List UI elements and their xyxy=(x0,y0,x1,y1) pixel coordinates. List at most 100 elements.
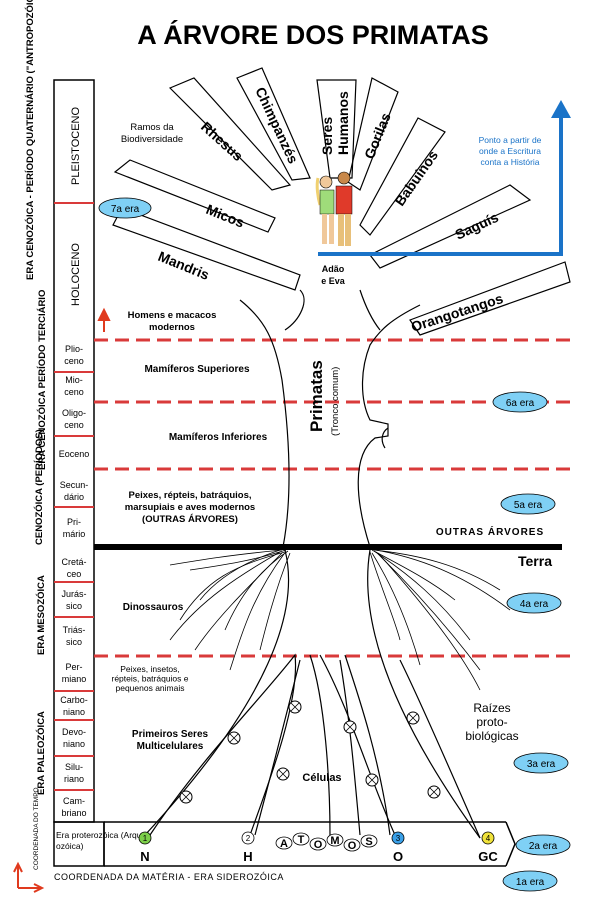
svg-text:3a era: 3a era xyxy=(527,759,556,770)
svg-text:7a era: 7a era xyxy=(111,204,140,215)
element-o: 3 O xyxy=(391,831,405,864)
branch-babuinos: Babuínos xyxy=(391,147,441,209)
epoch-labels: Plio-ceno Mio-ceno Oligo-ceno Eoceno Sec… xyxy=(59,344,90,818)
epoch-carboniano: Carbo-niano xyxy=(60,695,88,717)
epoch-eoceno: Eoceno xyxy=(59,449,90,459)
svg-text:2a era: 2a era xyxy=(529,841,558,852)
branch-seres-humanos: SeresHumanos xyxy=(319,91,351,155)
era-badge-7: 7a era xyxy=(98,197,152,219)
branch-rhesus: Rhesus xyxy=(198,118,246,164)
svg-text:N: N xyxy=(140,849,149,864)
svg-text:3: 3 xyxy=(396,834,401,843)
era-badge-2: 2a era xyxy=(515,834,571,856)
trunk-knot-icon xyxy=(381,427,389,449)
era-label-quaternario: ERA CENOZÓICA - PERÍODO QUATERNÁRIO ("AN… xyxy=(24,0,36,280)
branch-micos: Micos xyxy=(204,201,247,231)
epoch-jurassico: Jurás-sico xyxy=(61,589,86,611)
trunk xyxy=(239,299,421,548)
svg-text:GC: GC xyxy=(478,849,498,864)
era-label-mesozoica: ERA MESOZÓICA xyxy=(35,575,47,655)
coordenada-tempo-label: COORDENADA DO TEMPO xyxy=(33,787,40,870)
branch-chimpanzes: Chimpanzés xyxy=(252,85,301,167)
epoch-devoniano: Devo-niano xyxy=(62,727,86,749)
epoch-plioceno: Plio-ceno xyxy=(64,344,84,366)
era-label-periodos: CENOZÓICA (PERÍODOS) xyxy=(33,429,45,545)
arrow-up-icon xyxy=(551,100,571,118)
epoch-holoceno: HOLOCENO xyxy=(70,243,82,306)
epoch-permiano: Per-miano xyxy=(62,662,87,684)
svg-text:5a era: 5a era xyxy=(514,500,543,511)
outras-arvores-label: OUTRAS ÁRVORES xyxy=(436,525,544,538)
element-n: 1 N xyxy=(138,831,152,864)
branch-saguis: Saguís xyxy=(453,209,502,243)
era-badge-4: 4a era xyxy=(506,592,562,614)
svg-text:4a era: 4a era xyxy=(520,599,549,610)
tronco-comum-label: (Tronco comum) xyxy=(330,367,341,436)
epoch-siluriano: Silu-riano xyxy=(64,762,84,784)
element-gc: 4 GC xyxy=(478,831,498,864)
coordenada-materia-label: COORDENADA DA MATÉRIA - ERA SIDEROZÓICA xyxy=(54,872,284,882)
epoch-proterozoica: Era proterozóica (Arque-ozóica) xyxy=(56,830,149,851)
svg-text:O: O xyxy=(348,840,357,852)
era-badge-5: 5a era xyxy=(500,493,556,515)
svg-text:4: 4 xyxy=(486,834,491,843)
scripture-axis xyxy=(318,100,571,256)
branch-orangotangos: Orangotangos xyxy=(409,290,505,335)
era-badge-3: 3a era xyxy=(513,752,569,774)
proto-roots xyxy=(144,549,481,839)
page-title: A ÁRVORE DOS PRIMATAS xyxy=(137,19,489,50)
svg-text:O: O xyxy=(393,849,403,864)
epoch-pleistoceno: PLEISTOCENO xyxy=(70,107,82,185)
matter-axis xyxy=(103,821,516,867)
svg-text:6a era: 6a era xyxy=(506,398,535,409)
svg-text:T: T xyxy=(298,834,305,846)
mamiferos-superiores-label: Mamíferos Superiores xyxy=(144,364,249,375)
epoch-cambriano: Cam-briano xyxy=(61,796,86,818)
svg-text:S: S xyxy=(365,836,372,848)
peixes-repteis-label: Peixes, répteis, batráquios,marsupiais e… xyxy=(125,490,255,525)
mamiferos-inferiores-label: Mamíferos Inferiores xyxy=(169,432,268,443)
adam-eve-figure xyxy=(315,171,353,246)
branch-gorilas: Gorilas xyxy=(361,110,394,161)
element-h: 2 H xyxy=(241,831,255,864)
element-markers: 1 N 2 H 3 O 4 GC xyxy=(138,831,498,864)
time-column xyxy=(53,79,105,867)
dinossauros-label: Dinossauros xyxy=(123,602,184,613)
epoch-primario: Pri-mário xyxy=(63,517,86,539)
svg-text:1a era: 1a era xyxy=(516,877,545,888)
branches xyxy=(112,67,571,336)
svg-text:A: A xyxy=(280,838,288,850)
epoch-oligoceno: Oligo-ceno xyxy=(62,408,86,430)
era-label-paleozoica: ERA PALEOZÓICA xyxy=(35,711,47,795)
svg-text:1: 1 xyxy=(143,834,148,843)
primatas-label: Primatas xyxy=(307,360,326,432)
cell-icons xyxy=(179,700,441,804)
roots xyxy=(169,549,511,691)
svg-text:O: O xyxy=(314,839,323,851)
era-badge-6: 6a era xyxy=(492,391,548,413)
atomos-word: A T O M O S xyxy=(275,832,378,852)
era-label-terciario: ERA CENOZÓICA PERÍODO TERCIÁRIO xyxy=(36,290,48,470)
terra-label: Terra xyxy=(518,553,552,569)
svg-text:M: M xyxy=(330,835,339,847)
epoch-triassico: Triás-sico xyxy=(63,625,86,647)
branch-mandris: Mandris xyxy=(156,248,212,283)
svg-text:H: H xyxy=(243,849,252,864)
celulas-label: Células xyxy=(302,772,341,784)
era-badges: 7a era 6a era 5a era 4a era 3a era 2a er… xyxy=(98,197,571,892)
svg-text:2: 2 xyxy=(246,834,251,843)
epoch-secundario: Secun-dário xyxy=(60,480,89,502)
era-badge-1: 1a era xyxy=(502,870,558,892)
origin-arrow-icon xyxy=(13,861,45,893)
epoch-cretaceo: Cretá-ceo xyxy=(61,557,86,579)
arrow-up-red-icon xyxy=(97,307,111,332)
epoch-mioceno: Mio-ceno xyxy=(64,375,84,397)
